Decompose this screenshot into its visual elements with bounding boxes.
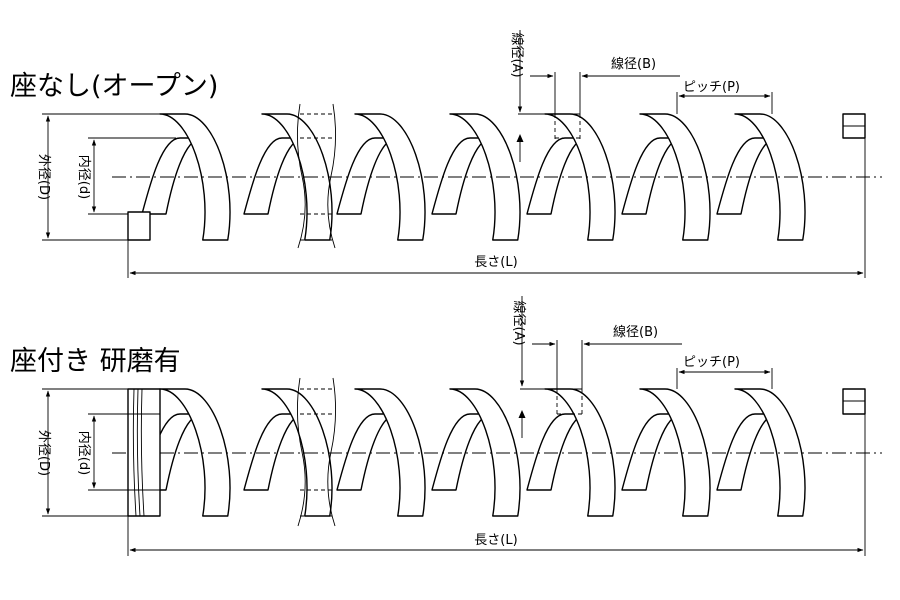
coil-back-strand (526, 413, 588, 491)
coil-back-strand (243, 413, 305, 491)
pitch-label: ピッチ(P) (683, 80, 740, 95)
coil-turn (449, 113, 521, 241)
pitch-dimension: ピッチ(P) (676, 80, 773, 114)
break-marks (296, 377, 337, 527)
coil-turn (734, 388, 806, 517)
left-end (127, 211, 151, 241)
coil-turn (354, 388, 426, 517)
coil-turn (159, 388, 231, 517)
wire-diameter-a-label: 線径(A) (509, 32, 525, 77)
open-end-spring-panel: 座なし(オープン) 外径(D) (10, 30, 882, 278)
coil-back-strand (716, 413, 778, 491)
coil-back-strand (621, 413, 683, 491)
coil-turn (544, 113, 616, 241)
wire-diameter-b-label: 線径(B) (613, 324, 658, 340)
spring-coils (141, 113, 806, 241)
coil-back-strand (336, 413, 398, 491)
coil-turn (639, 113, 711, 241)
closed-ground-end-spring-panel: 座付き 研磨有 外径(D) (10, 296, 882, 556)
coil-turn (159, 113, 231, 241)
inner-diameter-label: 内径(d) (76, 155, 92, 199)
right-end (842, 113, 866, 139)
inner-diameter-dimension: 内径(d) (76, 137, 176, 215)
spring-coils (141, 388, 806, 517)
wire-diameter-b-label: 線径(B) (611, 56, 656, 72)
coil-back-strand (431, 413, 493, 491)
coil-turn (544, 388, 616, 517)
outer-diameter-dimension: 外径(D) (36, 388, 128, 517)
outer-diameter-dimension: 外径(D) (36, 113, 160, 241)
wire-diameter-b-dimension: 線径(B) (530, 56, 680, 140)
break-marks (296, 103, 337, 249)
length-label: 長さ(L) (474, 255, 517, 270)
left-ground-seat (127, 388, 161, 517)
pitch-dimension: ピッチ(P) (676, 355, 773, 389)
panel-title: 座なし(オープン) (10, 71, 218, 102)
length-dimension: 長さ(L) (127, 138, 866, 278)
inner-diameter-label: 内径(d) (76, 431, 92, 475)
panel-title: 座付き 研磨有 (10, 346, 181, 377)
outer-diameter-label: 外径(D) (36, 154, 51, 200)
outer-diameter-label: 外径(D) (36, 430, 51, 476)
coil-turn (354, 113, 426, 241)
wire-diameter-b-dimension: 線径(B) (532, 324, 682, 415)
coil-turn (639, 388, 711, 517)
wire-diameter-a-label: 線径(A) (511, 300, 527, 345)
inner-diameter-dimension: 内径(d) (76, 413, 160, 491)
length-label: 長さ(L) (474, 533, 517, 548)
pitch-label: ピッチ(P) (683, 355, 740, 370)
coil-turn (449, 388, 521, 517)
wire-diameter-a-dimension: 線径(A) (509, 30, 580, 162)
right-end (842, 388, 866, 415)
length-dimension: 長さ(L) (127, 414, 866, 556)
coil-turn (734, 113, 806, 241)
wire-diameter-a-dimension: 線径(A) (511, 296, 582, 438)
